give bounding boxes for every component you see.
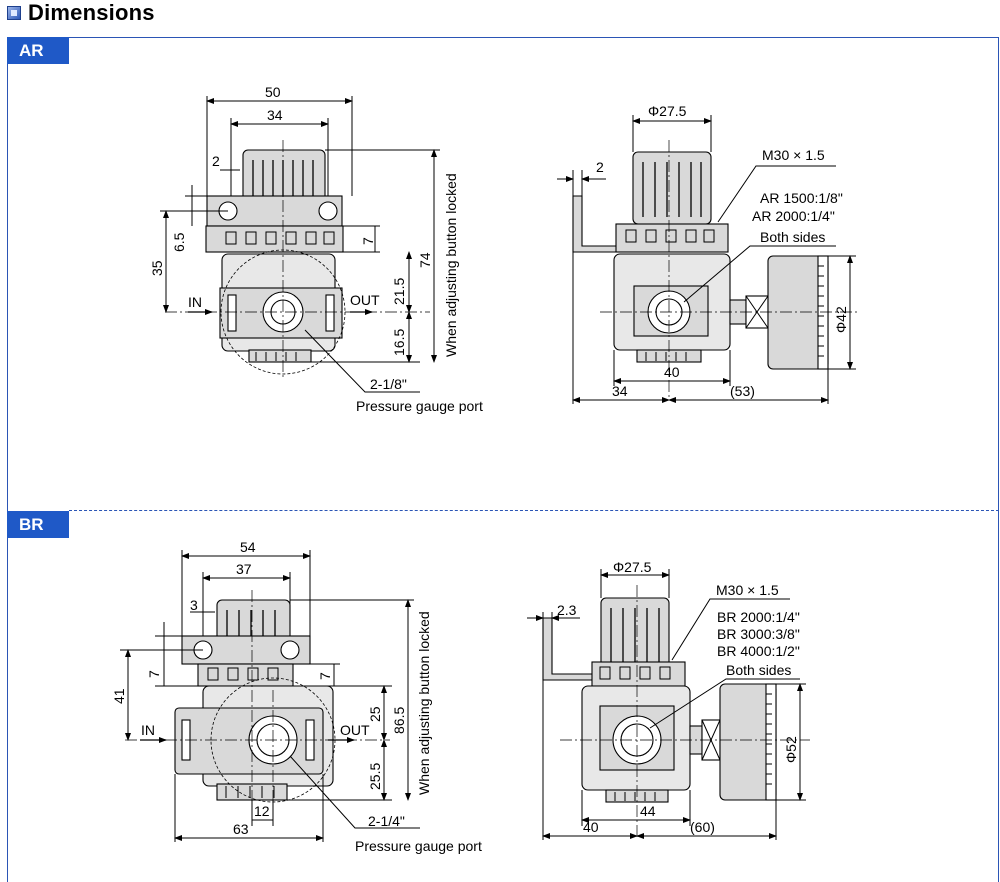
br-dim-12: 12 <box>254 803 270 819</box>
ar-port-label: Pressure gauge port <box>356 398 483 414</box>
square-bullet-icon <box>7 6 21 20</box>
ar-in-label: IN <box>188 294 202 310</box>
section-divider <box>69 510 999 511</box>
ar-dim-74: 74 <box>417 252 433 268</box>
br-dim-37: 37 <box>236 561 252 577</box>
br-port-size: 2-1/4" <box>368 813 405 829</box>
ar-side-dim-40: 40 <box>664 364 680 380</box>
ar-thread: M30 × 1.5 <box>762 147 825 163</box>
ar-front-view <box>160 96 440 393</box>
br-both-sides: Both sides <box>726 662 791 678</box>
ar-dim-50: 50 <box>265 84 281 100</box>
page-header: Dimensions <box>0 0 1000 36</box>
ar-dim-16-5: 16.5 <box>391 329 407 356</box>
br-dim-63: 63 <box>233 821 249 837</box>
ar-dim-7: 7 <box>360 237 376 245</box>
br-dim-7a: 7 <box>146 670 162 678</box>
ar-side-view <box>557 115 860 404</box>
br-side-dim-44: 44 <box>640 803 656 819</box>
br-port-3: BR 4000:1/2" <box>717 643 800 659</box>
ar-port-size: 2-1/8" <box>370 376 407 392</box>
ar-port-1: AR 1500:1/8" <box>760 190 843 206</box>
br-dim-7b: 7 <box>317 672 333 680</box>
br-front-view <box>120 550 420 842</box>
br-dim-25-5: 25.5 <box>367 763 383 790</box>
br-thread: M30 × 1.5 <box>716 582 779 598</box>
br-side-dim-2-3: 2.3 <box>557 602 577 618</box>
br-dim-3: 3 <box>190 597 198 613</box>
br-dim-41: 41 <box>111 688 127 704</box>
ar-both-sides: Both sides <box>760 229 825 245</box>
dimensions-panel <box>7 37 999 882</box>
br-dim-54: 54 <box>240 539 256 555</box>
ar-side-dim-2: 2 <box>596 159 604 175</box>
ar-dim-2: 2 <box>212 153 220 169</box>
br-dim-86-5: 86.5 <box>391 707 407 734</box>
ar-port-2: AR 2000:1/4" <box>752 208 835 224</box>
br-in-label: IN <box>141 722 155 738</box>
br-side-view <box>527 569 810 840</box>
br-side-dim-60: (60) <box>690 819 715 835</box>
br-out-label: OUT <box>340 722 370 738</box>
br-port-label: Pressure gauge port <box>355 838 482 854</box>
br-side-dim-dia: Φ27.5 <box>613 559 652 575</box>
br-port-2: BR 3000:3/8" <box>717 626 800 642</box>
ar-side-dim-dia: Φ27.5 <box>648 103 687 119</box>
ar-side-dim-53: (53) <box>730 383 755 399</box>
ar-side-dim-34: 34 <box>612 383 628 399</box>
page-title: Dimensions <box>28 0 155 25</box>
ar-dim-21-5: 21.5 <box>391 278 407 305</box>
br-side-dim-40: 40 <box>583 819 599 835</box>
ar-dim-6-5: 6.5 <box>171 232 187 252</box>
section-tab-ar: AR <box>7 37 69 64</box>
ar-note-locked: When adjusting button locked <box>443 173 459 357</box>
br-port-1: BR 2000:1/4" <box>717 609 800 625</box>
ar-gauge-dia: Φ42 <box>833 306 849 333</box>
section-tab-br: BR <box>7 511 69 538</box>
br-dim-25: 25 <box>367 706 383 722</box>
ar-out-label: OUT <box>350 292 380 308</box>
br-gauge-dia: Φ52 <box>783 736 799 763</box>
ar-dim-35: 35 <box>149 260 165 276</box>
ar-dim-34: 34 <box>267 107 283 123</box>
br-note-locked: When adjusting button locked <box>416 611 432 795</box>
